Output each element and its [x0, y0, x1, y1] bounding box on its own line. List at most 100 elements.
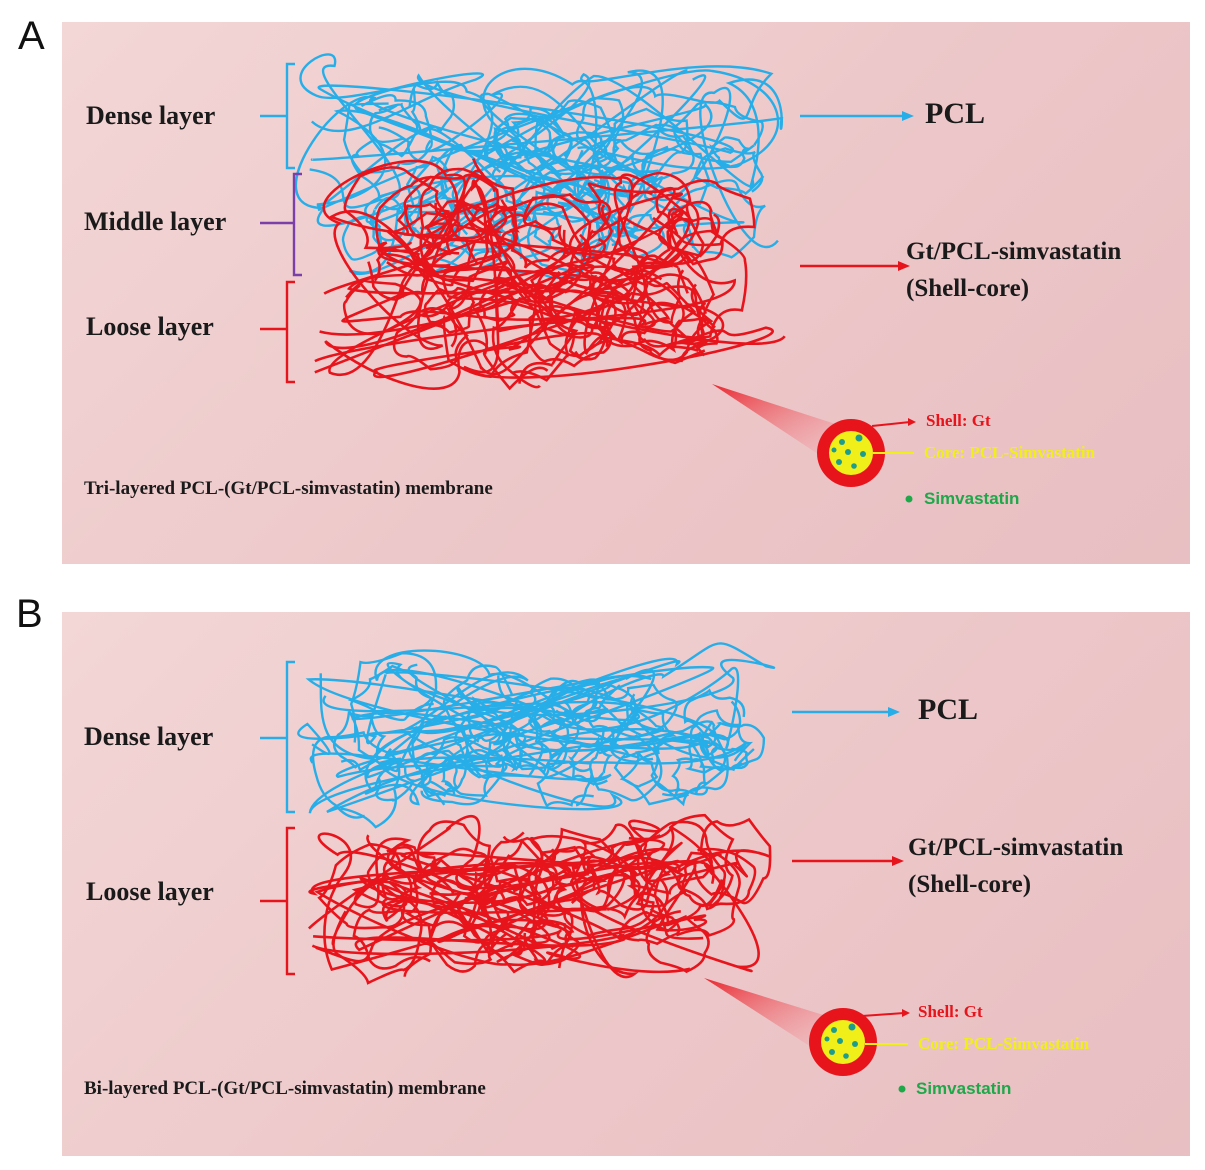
simvastatin-legend-dot [905, 495, 913, 503]
panel-a-diagram [260, 53, 916, 503]
fiber-loop [667, 179, 766, 259]
fiber-loop [373, 761, 415, 802]
shell-pointer [871, 421, 911, 427]
magnification-cone [712, 384, 854, 462]
shellcore-label-line2: (Shell-core) [908, 871, 1032, 898]
simvastatin-legend-dot [898, 1085, 906, 1093]
loose-layer-bracket [260, 826, 295, 976]
fiber-loop [423, 199, 490, 283]
dense-layer-bracket [260, 62, 295, 170]
fiber-strand [299, 53, 713, 273]
fiber-loop [709, 136, 751, 169]
fiber-loop [546, 845, 596, 887]
fiber-strand [319, 159, 700, 377]
panel-b-diagram [260, 642, 910, 1093]
fiber-loop [666, 200, 721, 258]
fiber-loop [347, 664, 434, 722]
shell-label: Shell: Gt [926, 411, 991, 430]
panel-a-letter: A [18, 14, 45, 58]
fiber-loop [673, 317, 719, 352]
fiber-loop [671, 757, 710, 796]
fiber-loop [485, 127, 522, 171]
loose-layer-label: Loose layer [86, 312, 214, 341]
fiber-loop [454, 701, 544, 780]
fiber-loop [331, 880, 423, 985]
fiber-loop [317, 842, 413, 930]
fiber-loop [483, 877, 549, 931]
loose-layer-label: Loose layer [86, 877, 214, 906]
pcl-fiber-mesh [297, 642, 776, 829]
fiber-loop [333, 711, 387, 772]
gt-fiber-mesh [307, 813, 772, 985]
fiber-loop [534, 827, 626, 911]
fiber-loop [468, 199, 520, 246]
fiber-loop [510, 919, 580, 966]
fiber-loop [612, 251, 716, 357]
dense-layer-bracket [260, 660, 295, 814]
fiber-loop [442, 265, 536, 379]
fiber-loop [575, 96, 625, 164]
fiber-loop [442, 664, 520, 758]
fiber-loop [465, 711, 509, 743]
fiber-loop [604, 825, 713, 895]
fiber-loop [463, 749, 512, 779]
fiber-loop [419, 736, 505, 806]
fiber-loop [642, 229, 748, 357]
fiber-loop [342, 278, 423, 336]
fiber-loop [498, 718, 568, 774]
fiber-loop [653, 852, 741, 940]
core-circle [829, 431, 873, 475]
fiber-loop [581, 213, 671, 276]
fiber-loop [618, 908, 681, 946]
fiber-loop [371, 203, 417, 251]
fiber-loop [423, 286, 476, 334]
fiber-strand [308, 834, 668, 979]
loose-layer-bracket [260, 280, 295, 384]
panel-a-caption: Tri-layered PCL-(Gt/PCL-simvastatin) mem… [84, 478, 493, 499]
fiber-loop [533, 701, 580, 759]
fiber-loop [491, 296, 579, 389]
middle-layer-bracket [260, 172, 302, 277]
dense-layer-label: Dense layer [86, 101, 216, 130]
fiber-loop [416, 820, 491, 896]
pcl-label: PCL [925, 97, 985, 130]
fiber-loop [681, 847, 757, 907]
dense-layer-label: Dense layer [84, 722, 214, 751]
fiber-loop [403, 858, 479, 930]
fiber-loop [619, 738, 726, 806]
fiber-loop [567, 735, 614, 786]
fiber-loop [489, 831, 544, 893]
fiber-loop [486, 909, 575, 974]
fiber-loop [434, 143, 507, 214]
fiber-loop [477, 284, 518, 323]
core-label: Core: PCL-Simvastatin [918, 1034, 1090, 1053]
fiber-loop [652, 179, 756, 247]
shellcore-label-line1: Gt/PCL-simvastatin [906, 238, 1122, 265]
fiber-loop [486, 731, 523, 772]
fiber-loop [382, 843, 437, 885]
shell-pointer [861, 1012, 905, 1017]
fiber-loop [348, 651, 438, 773]
fiber-strand [307, 814, 683, 972]
fiber-loop [598, 683, 678, 737]
fiber-loop [430, 847, 494, 896]
shellcore-label-line1: Gt/PCL-simvastatin [908, 834, 1124, 861]
pcl-label: PCL [918, 693, 978, 726]
fiber-loop [352, 908, 433, 977]
fiber-loop [710, 746, 749, 771]
fiber-loop [527, 845, 596, 905]
fiber-loop [645, 910, 710, 974]
panel-a: Dense layer Middle layer Loose layer PCL… [62, 22, 1190, 564]
simvastatin-particles [831, 434, 866, 469]
fiber-loop [440, 754, 490, 797]
fiber-loop [350, 126, 432, 199]
fiber-loop [509, 219, 570, 269]
shellcore-label-line2: (Shell-core) [906, 275, 1030, 302]
simvastatin-label: Simvastatin [924, 489, 1020, 508]
fiber-loop [428, 891, 511, 966]
fiber-loop [407, 715, 469, 774]
middle-layer-label: Middle layer [84, 207, 227, 236]
fiber-loop [534, 263, 616, 358]
simvastatin-label: Simvastatin [916, 1079, 1012, 1098]
panel-b-caption: Bi-layered PCL-(Gt/PCL-simvastatin) memb… [84, 1078, 486, 1099]
